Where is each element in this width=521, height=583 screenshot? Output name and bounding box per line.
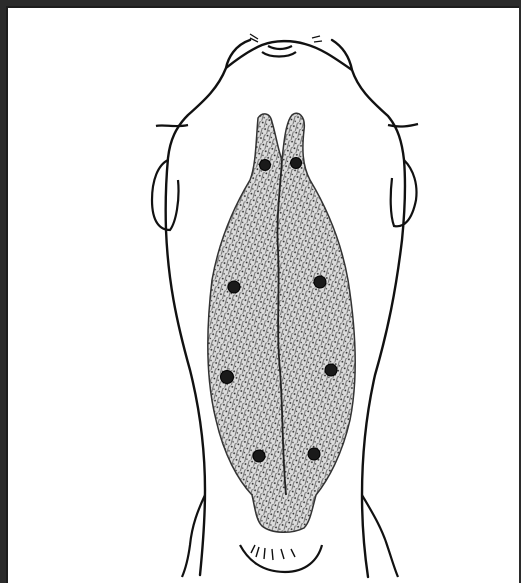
marked-point-3: [228, 281, 240, 293]
whisker-right: [312, 36, 322, 42]
marked-point-6: [325, 364, 337, 376]
marked-point-4: [314, 276, 326, 288]
fur-tuft: [251, 545, 295, 560]
right-forelimb: [388, 124, 418, 226]
marked-point-1: [260, 160, 271, 171]
mouth-icon: [262, 46, 296, 57]
marked-point-7: [253, 450, 265, 462]
marked-point-2: [291, 158, 302, 169]
marked-point-8: [308, 448, 320, 460]
marked-point-5: [221, 371, 234, 384]
left-forelimb: [152, 125, 188, 230]
whisker-left: [250, 34, 258, 42]
